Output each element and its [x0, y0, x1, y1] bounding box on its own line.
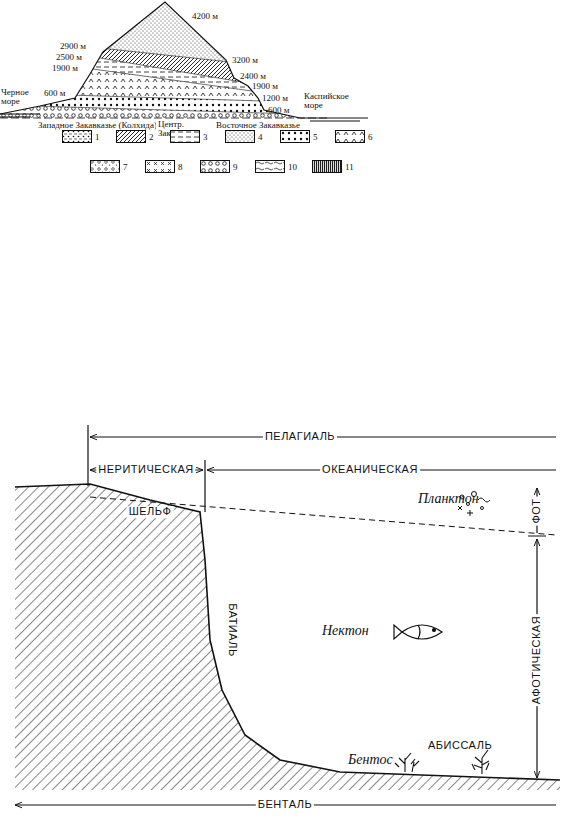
label: Черное море: [1, 88, 35, 107]
label: Каспийское море: [304, 92, 356, 111]
label: 1900 м: [252, 82, 278, 91]
label: ФОТ: [531, 496, 543, 525]
legend-number: 2: [149, 132, 154, 142]
legend-item: 9: [200, 160, 238, 173]
label: НЕРИТИЧЕСКАЯ: [96, 464, 195, 476]
legend-swatch: [116, 130, 146, 143]
label: 600 м: [268, 106, 289, 115]
label: АФОТИЧЕСКАЯ: [531, 614, 543, 706]
legend-number: 11: [345, 162, 354, 172]
legend-number: 3: [203, 132, 208, 142]
legend-number: 10: [288, 162, 297, 172]
label: 2500 м: [56, 53, 82, 62]
legend-item: 5: [280, 130, 318, 143]
legend-number: 5: [313, 132, 318, 142]
legend-item: 8: [145, 160, 183, 173]
legend-number: 1: [95, 132, 100, 142]
legend-number: 9: [233, 162, 238, 172]
benthos-icon: [395, 750, 489, 774]
legend-swatch: [280, 130, 310, 143]
legend-item: 11: [312, 160, 354, 173]
label: 1900 м: [52, 64, 78, 73]
label: 2400 м: [240, 72, 266, 81]
label: 600 м: [44, 89, 65, 98]
legend-swatch: [335, 130, 365, 143]
legend-swatch: [312, 160, 342, 173]
legend-swatch: [90, 160, 120, 173]
legend-number: 4: [258, 132, 263, 142]
label: БЕНТАЛЬ: [256, 799, 314, 811]
legend-swatch: [62, 130, 92, 143]
legend-swatch: [225, 130, 255, 143]
label: БАТИАЛЬ: [226, 603, 238, 657]
legend-item: 2: [116, 130, 154, 143]
label: 1200 м: [262, 94, 288, 103]
label: 3200 м: [232, 56, 258, 65]
legend-swatch: [170, 130, 200, 143]
mountain-profile: [0, 0, 400, 400]
fish-icon: [394, 625, 442, 639]
legend-item: 10: [255, 160, 297, 173]
legend-number: 7: [123, 162, 128, 172]
sea-zones: [15, 425, 560, 805]
label: 4200 м: [192, 12, 218, 21]
legend-item: 4: [225, 130, 263, 143]
label: ОКЕАНИЧЕСКАЯ: [320, 464, 420, 476]
legend-item: 3: [170, 130, 208, 143]
legend-item: 6: [335, 130, 373, 143]
legend-swatch: [200, 160, 230, 173]
label: АБИССАЛЬ: [428, 740, 492, 752]
legend-number: 8: [178, 162, 183, 172]
label: Планктон: [418, 492, 479, 507]
label: Бентос: [348, 753, 393, 768]
label: ПЕЛАГИАЛЬ: [263, 431, 337, 443]
legend-swatch: [255, 160, 285, 173]
legend-number: 6: [368, 132, 373, 142]
legend-item: 7: [90, 160, 128, 173]
label: Западное Закавказье (Колхида): [36, 121, 159, 130]
label: 2900 м: [60, 42, 86, 51]
label: Нектон: [322, 624, 369, 639]
label: Восточное Закавказье: [214, 121, 302, 130]
legend-swatch: [145, 160, 175, 173]
legend-item: 1: [62, 130, 100, 143]
label: ШЕЛЬФ: [127, 506, 174, 518]
